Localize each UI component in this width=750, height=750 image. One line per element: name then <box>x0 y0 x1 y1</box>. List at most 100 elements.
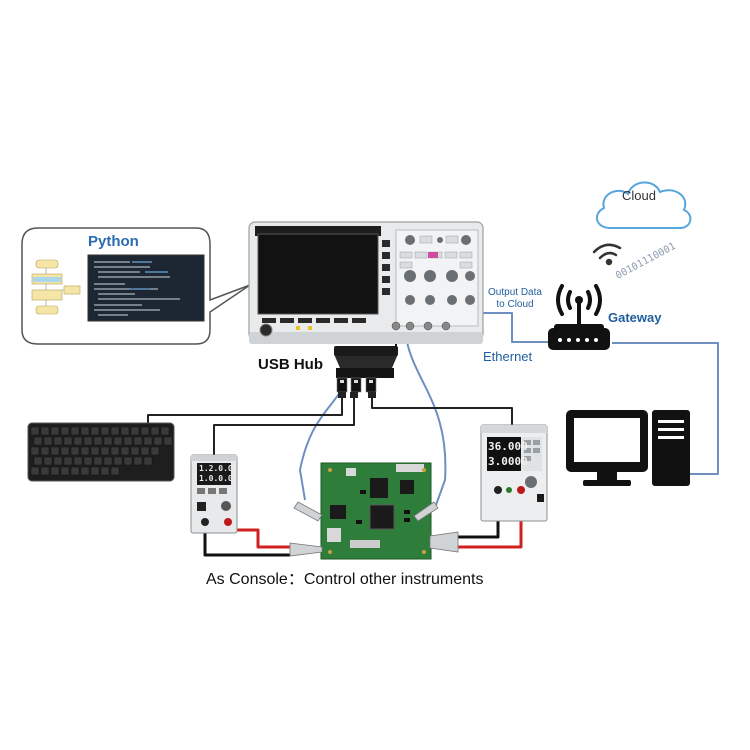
cable-hub-to-psu <box>371 392 513 425</box>
keyboard-key <box>93 456 103 466</box>
keyboard-key <box>83 436 93 446</box>
usb-connectors <box>336 377 377 393</box>
dut-board <box>320 462 432 560</box>
gateway-router <box>548 284 610 350</box>
scope-screen <box>257 233 379 315</box>
output-data-label: Output Data to Cloud <box>488 287 542 311</box>
keyboard-key <box>123 456 133 466</box>
keyboard-key <box>70 426 80 436</box>
keyboard-key <box>153 436 163 446</box>
keyboard-key <box>130 426 140 436</box>
keyboard-key <box>100 426 110 436</box>
keyboard <box>27 422 175 482</box>
keyboard-key <box>130 446 140 456</box>
cable-hub-to-load <box>213 392 355 455</box>
keyboard-key <box>40 426 50 436</box>
keyboard-key <box>133 436 143 446</box>
keyboard-key <box>100 466 110 476</box>
keyboard-key <box>90 466 100 476</box>
keyboard-key <box>160 426 170 436</box>
code-lines <box>94 261 180 316</box>
ethernet-label: Ethernet <box>483 349 533 364</box>
keyboard-key <box>150 446 160 456</box>
keyboard-key <box>133 456 143 466</box>
keyboard-key <box>120 426 130 436</box>
python-label: Python <box>88 233 139 250</box>
caption: As Console：Control other instruments <box>206 571 484 588</box>
keyboard-key <box>143 456 153 466</box>
keyboard-key <box>103 436 113 446</box>
keyboard-key <box>150 426 160 436</box>
gateway-label: Gateway <box>608 310 662 325</box>
keyboard-key <box>103 456 113 466</box>
keyboard-key <box>90 426 100 436</box>
keyboard-key <box>93 436 103 446</box>
electronic-load <box>190 454 238 534</box>
probe-cable-1 <box>404 329 447 506</box>
code-window <box>87 254 205 322</box>
load-black-lead <box>203 530 290 557</box>
keyboard-key <box>143 436 153 446</box>
keyboard-key <box>53 456 63 466</box>
cloud-label: Cloud <box>622 188 656 203</box>
keyboard-key <box>113 456 123 466</box>
keyboard-key <box>80 466 90 476</box>
keyboard-key <box>60 446 70 456</box>
keyboard-key <box>60 466 70 476</box>
keyboard-key <box>83 456 93 466</box>
keyboard-key <box>120 446 130 456</box>
cable-gateway-to-pc <box>612 342 719 475</box>
cable-scope-to-gateway <box>482 312 548 343</box>
psu-current-readout: 3.0000 <box>488 455 528 468</box>
keyboard-key <box>80 426 90 436</box>
load-red-lead <box>232 528 290 549</box>
keyboard-key <box>70 446 80 456</box>
keyboard-key <box>43 456 53 466</box>
load-readout-1: 1.2.0.0 <box>199 464 233 473</box>
keyboard-key <box>40 466 50 476</box>
keyboard-key <box>33 436 43 446</box>
keyboard-key <box>30 466 40 476</box>
keyboard-key <box>33 456 43 466</box>
keyboard-key <box>110 466 120 476</box>
output-data-line-1: Output Data <box>488 287 542 298</box>
keyboard-key <box>30 426 40 436</box>
usb-plugs <box>338 392 376 398</box>
keyboard-key <box>73 436 83 446</box>
keyboard-key <box>80 446 90 456</box>
keyboard-key <box>30 446 40 456</box>
keyboard-key <box>50 466 60 476</box>
keyboard-key <box>40 446 50 456</box>
pc-icon <box>566 410 690 486</box>
probe-clips <box>289 501 459 557</box>
psu-voltage-readout: 36.000 <box>488 440 528 453</box>
keyboard-key <box>100 446 110 456</box>
keyboard-key <box>63 436 73 446</box>
usb-hub-label: USB Hub <box>258 356 323 373</box>
keyboard-key <box>53 436 63 446</box>
output-data-line-2: to Cloud <box>496 299 534 310</box>
usb-hub <box>334 346 398 393</box>
cloud-icon <box>595 181 692 229</box>
keyboard-key <box>163 436 173 446</box>
keyboard-key <box>110 446 120 456</box>
keyboard-key <box>50 426 60 436</box>
power-supply <box>480 424 548 522</box>
keyboard-key <box>70 466 80 476</box>
scope-power-button <box>259 323 273 337</box>
keyboard-key <box>50 446 60 456</box>
load-readout-2: 1.0.0.0 <box>199 474 233 483</box>
keyboard-key <box>140 446 150 456</box>
keyboard-key <box>110 426 120 436</box>
oscilloscope <box>248 221 484 344</box>
wireless-icon <box>592 243 622 266</box>
cable-hub-to-keyboard <box>147 392 343 425</box>
keyboard-key <box>60 426 70 436</box>
keyboard-key <box>123 436 133 446</box>
keyboard-key <box>43 436 53 446</box>
keyboard-key <box>90 446 100 456</box>
keyboard-key <box>113 436 123 446</box>
keyboard-key <box>140 426 150 436</box>
psu-display <box>487 437 521 471</box>
